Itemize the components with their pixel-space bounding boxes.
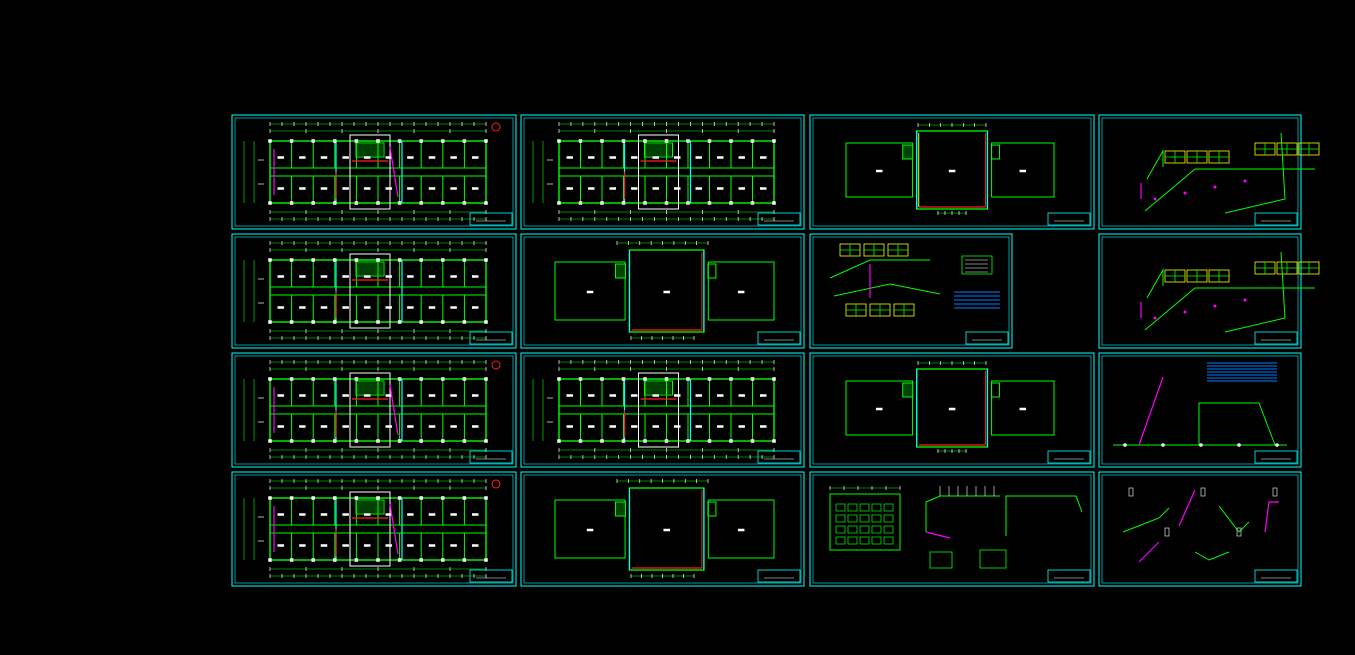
title-block <box>1254 212 1298 226</box>
title-block <box>1047 212 1091 226</box>
drawing-sheet-r3c2[interactable] <box>520 352 805 468</box>
drawing-sheet-r4c4[interactable] <box>1098 471 1302 587</box>
title-block <box>757 331 801 345</box>
title-block <box>757 212 801 226</box>
drawing-sheet-r3c4[interactable] <box>1098 352 1302 468</box>
drawing-sheet-r3c1[interactable] <box>231 352 517 468</box>
title-block <box>469 331 513 345</box>
title-block <box>757 450 801 464</box>
drawing-sheet-r2c1[interactable] <box>231 233 517 349</box>
drawing-sheet-r4c1[interactable] <box>231 471 517 587</box>
drawing-sheet-r2c2[interactable] <box>520 233 805 349</box>
title-block <box>757 569 801 583</box>
title-block <box>1047 450 1091 464</box>
title-block <box>1254 569 1298 583</box>
title-block <box>469 569 513 583</box>
drawing-sheet-r3c3[interactable] <box>809 352 1095 468</box>
drawing-sheet-r1c2[interactable] <box>520 114 805 230</box>
drawing-sheet-r4c3[interactable] <box>809 471 1095 587</box>
drawing-sheet-r2c4[interactable] <box>1098 233 1320 349</box>
drawing-sheet-r1c4[interactable] <box>1098 114 1320 230</box>
drawing-sheet-r4c2[interactable] <box>520 471 805 587</box>
title-block <box>1254 450 1298 464</box>
title-block <box>469 212 513 226</box>
title-block <box>965 331 1009 345</box>
drawing-sheet-r1c1[interactable] <box>231 114 517 230</box>
drawing-sheet-r1c3[interactable] <box>809 114 1095 230</box>
title-block <box>1254 331 1298 345</box>
drawing-sheet-r2c3[interactable] <box>809 233 1013 349</box>
title-block <box>1047 569 1091 583</box>
title-block <box>469 450 513 464</box>
drawing-sheets <box>231 114 1320 587</box>
